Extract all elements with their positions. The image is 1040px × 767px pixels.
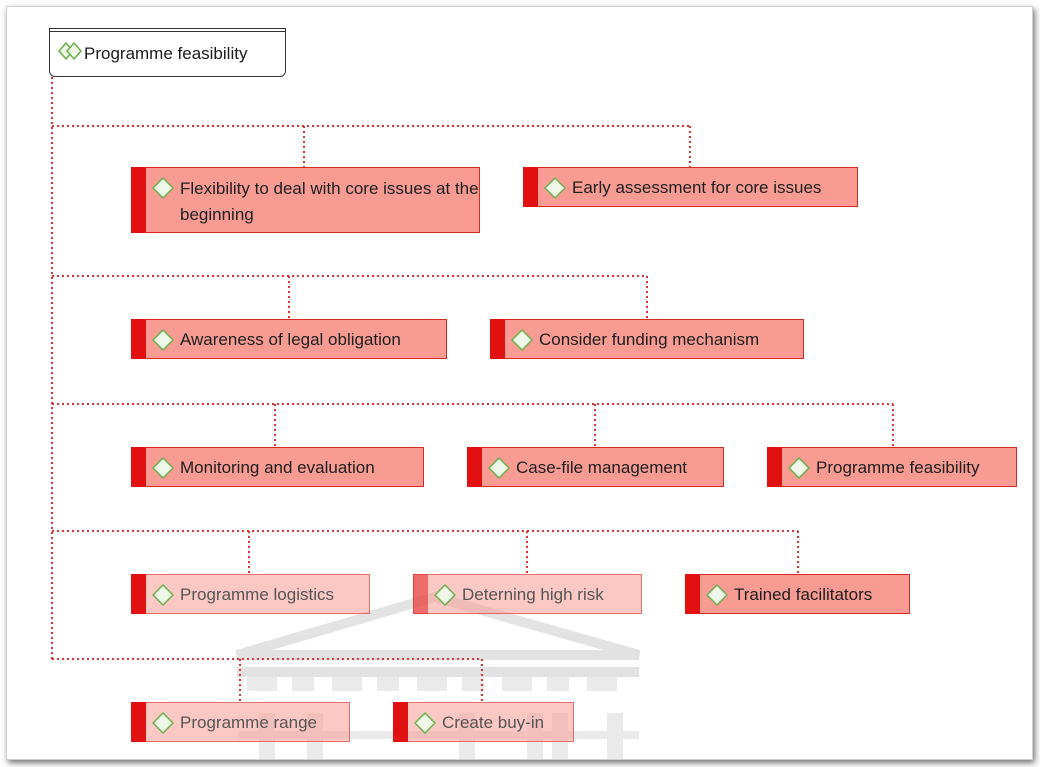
root-node[interactable]: Programme feasibility <box>49 31 286 77</box>
double-diamond-icon <box>58 42 82 60</box>
node-label: Monitoring and evaluation <box>180 458 375 477</box>
node-flexibility[interactable]: Flexibility to deal with core issues at … <box>131 167 480 233</box>
node-programme-range[interactable]: Programme range <box>131 702 350 742</box>
node-bar <box>131 319 146 359</box>
node-early-assessment[interactable]: Early assessment for core issues <box>523 167 858 207</box>
diamond-icon <box>152 177 174 199</box>
node-bar <box>685 574 700 614</box>
node-bar <box>131 574 146 614</box>
node-legal-obligation[interactable]: Awareness of legal obligation <box>131 319 447 359</box>
node-monitoring-evaluation[interactable]: Monitoring and evaluation <box>131 447 424 487</box>
node-label: Create buy-in <box>442 713 545 732</box>
diamond-icon <box>511 329 533 351</box>
node-trained-facilitators[interactable]: Trained facilitators <box>685 574 910 614</box>
diamond-icon <box>434 584 456 606</box>
diamond-icon <box>706 584 728 606</box>
node-deterning-high-risk[interactable]: Deterning high risk <box>413 574 642 614</box>
root-node-label: Programme feasibility <box>84 44 248 63</box>
node-label: Trained facilitators <box>734 585 873 604</box>
node-label: Deterning high risk <box>462 585 604 604</box>
diamond-icon <box>152 329 174 351</box>
node-label: Consider funding mechanism <box>539 330 760 349</box>
node-programme-feasibility[interactable]: Programme feasibility <box>767 447 1017 487</box>
node-label: Case-file management <box>516 458 688 477</box>
node-label: Flexibility to deal with core issues at … <box>180 179 479 224</box>
diamond-icon <box>544 177 566 199</box>
node-create-buy-in[interactable]: Create buy-in <box>393 702 574 742</box>
node-bar <box>131 447 146 487</box>
diamond-icon <box>414 712 436 734</box>
diamond-icon <box>488 457 510 479</box>
node-label: Programme feasibility <box>816 458 980 477</box>
node-bar <box>393 702 408 742</box>
node-bar <box>467 447 482 487</box>
diamond-icon <box>152 712 174 734</box>
node-bar <box>490 319 505 359</box>
node-label: Programme logistics <box>180 585 334 604</box>
diagram-canvas: Programme feasibility Flexibility to dea… <box>6 6 1033 760</box>
node-funding-mechanism[interactable]: Consider funding mechanism <box>490 319 804 359</box>
diamond-icon <box>152 584 174 606</box>
node-label: Programme range <box>180 713 318 732</box>
node-bar <box>413 574 428 614</box>
node-bar <box>767 447 782 487</box>
node-case-file-management[interactable]: Case-file management <box>467 447 724 487</box>
diamond-icon <box>788 457 810 479</box>
node-label: Awareness of legal obligation <box>180 330 401 349</box>
node-bar <box>131 167 146 233</box>
node-bar <box>131 702 146 742</box>
diamond-icon <box>152 457 174 479</box>
connector-lines <box>51 77 894 702</box>
node-label: Early assessment for core issues <box>572 178 822 197</box>
node-programme-logistics[interactable]: Programme logistics <box>131 574 370 614</box>
node-bar <box>523 167 538 207</box>
